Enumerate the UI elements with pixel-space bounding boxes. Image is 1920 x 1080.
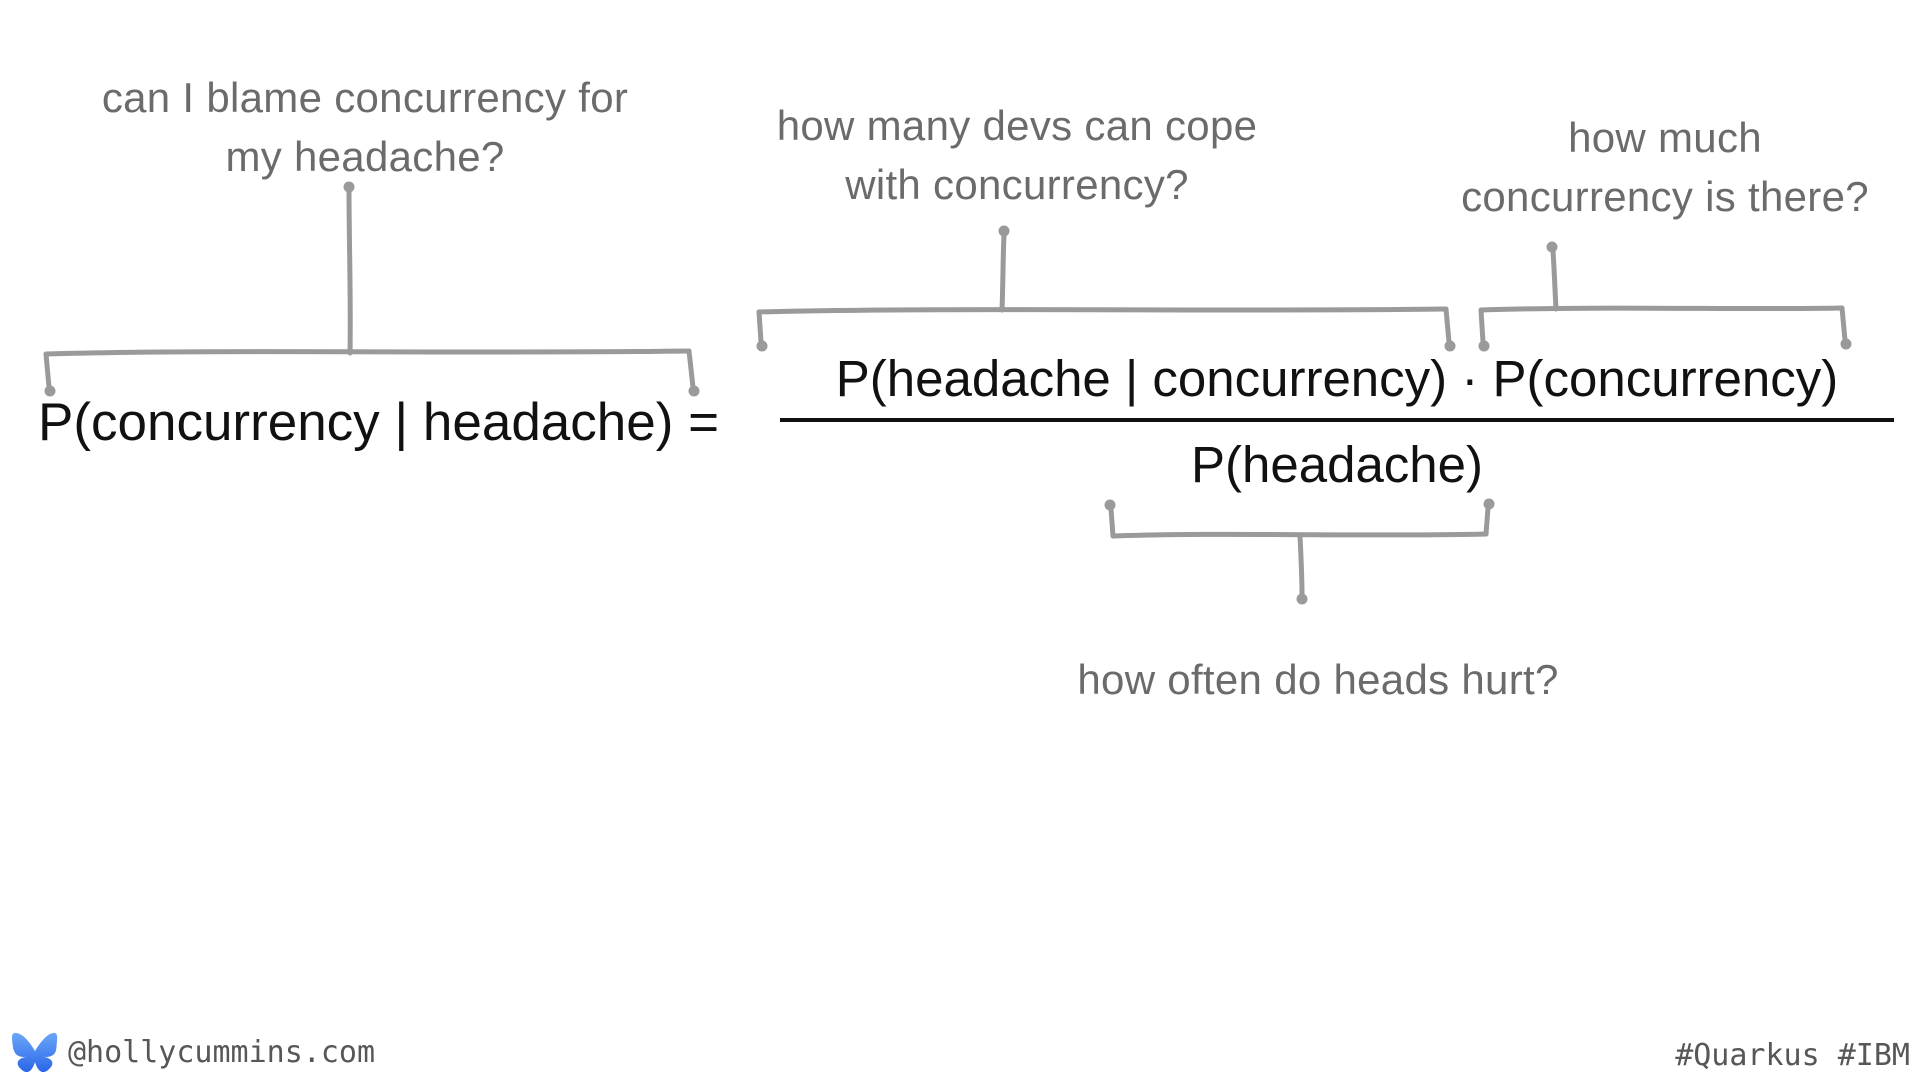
brace-numerator-left bbox=[756, 225, 1456, 352]
annotation-line: how much bbox=[1568, 114, 1762, 161]
annotation-line: concurrency is there? bbox=[1461, 173, 1869, 220]
footer-social: @hollycummins.com bbox=[12, 1032, 375, 1073]
annotation-devs-cope: how many devs can cope with concurrency? bbox=[777, 96, 1258, 214]
annotation-blame-concurrency: can I blame concurrency for my headache? bbox=[102, 68, 628, 186]
annotation-line: can I blame concurrency for bbox=[101, 74, 629, 121]
annotation-line: how many devs can cope bbox=[776, 102, 1258, 149]
bluesky-butterfly-icon bbox=[12, 1032, 58, 1073]
equation-fraction: P(headache | concurrency) · P(concurrenc… bbox=[778, 347, 1896, 497]
social-handle: @hollycummins.com bbox=[68, 1035, 376, 1070]
brace-left-expression bbox=[43, 181, 700, 397]
annotation-heads-hurt: how often do heads hurt? bbox=[1077, 650, 1558, 709]
annotation-how-much: how much concurrency is there? bbox=[1461, 108, 1869, 226]
footer-hashtags: #Quarkus #IBM bbox=[1675, 1038, 1910, 1073]
annotation-line: how often do heads hurt? bbox=[1077, 656, 1559, 703]
equation-denominator: P(headache) bbox=[1190, 436, 1484, 493]
equals-sign: = bbox=[688, 393, 720, 452]
fraction-bar bbox=[780, 418, 1894, 422]
equation-lhs-text: P(concurrency | headache) bbox=[38, 393, 674, 452]
brace-denominator bbox=[1104, 498, 1495, 605]
brace-numerator-right bbox=[1478, 241, 1852, 352]
equation-left-side: P(concurrency | headache) = bbox=[38, 392, 719, 454]
annotation-line: my headache? bbox=[225, 133, 505, 180]
annotation-line: with concurrency? bbox=[845, 161, 1189, 208]
equation-numerator: P(headache | concurrency) · P(concurrenc… bbox=[835, 350, 1839, 407]
